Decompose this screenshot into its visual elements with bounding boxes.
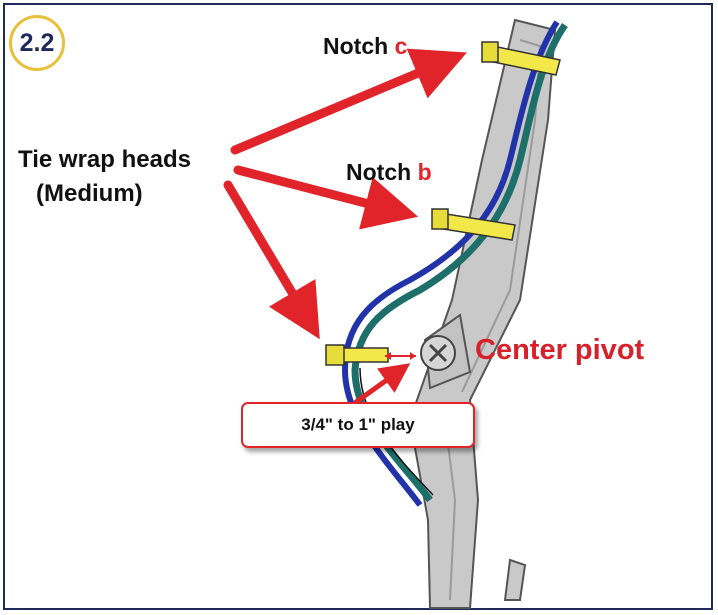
diagram-frame	[3, 3, 713, 610]
center-pivot-screw	[420, 313, 472, 390]
tie-wrap-label-line2: (Medium)	[36, 180, 143, 207]
arrow-to-center-tie	[223, 180, 320, 340]
notch-b-letter: b	[417, 159, 432, 185]
arrow-to-notch-c	[230, 48, 467, 155]
play-dimension-arrow	[385, 352, 416, 360]
callout-pointer	[353, 363, 411, 405]
step-badge: 2.2	[9, 15, 65, 71]
notch-b-prefix: Notch	[346, 159, 412, 185]
play-callout-text: 3/4" to 1" play	[301, 415, 415, 434]
play-callout-box: 3/4" to 1" play	[241, 402, 475, 448]
tie-wrap-center	[325, 344, 389, 366]
tie-wrap-label-line1: Tie wrap heads	[18, 146, 191, 173]
tie-wrap-heads-label: Tie wrap heads (Medium)	[18, 143, 191, 211]
notch-c-label: Notch c	[323, 33, 407, 60]
notch-b-label: Notch b	[346, 159, 432, 186]
center-pivot-label: Center pivot	[475, 334, 645, 366]
pointer-arrows	[223, 48, 467, 405]
notch-c-letter: c	[394, 33, 408, 59]
arrow-to-notch-b	[233, 165, 419, 230]
notch-c-prefix: Notch	[323, 33, 389, 59]
tie-wrap-notch-b	[431, 208, 516, 241]
tie-wrap-notch-c	[481, 41, 561, 76]
step-number: 2.2	[19, 28, 55, 57]
